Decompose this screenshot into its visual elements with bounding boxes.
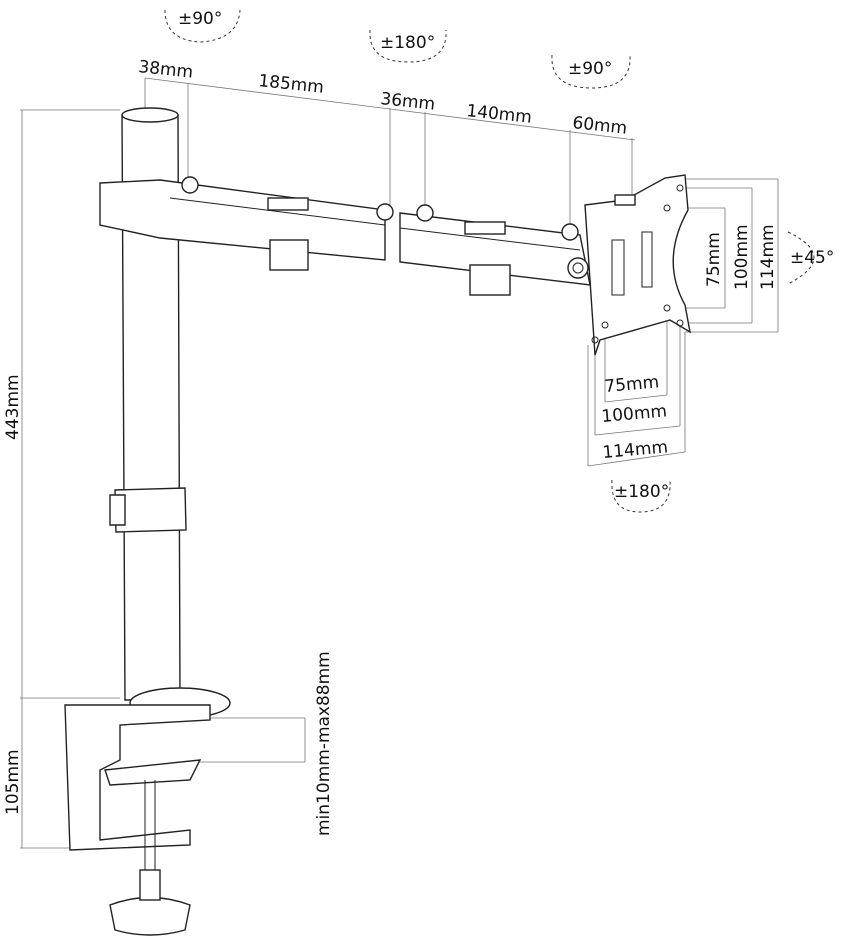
- label-vesa-h-100mm: 100mm: [601, 401, 668, 427]
- label-140mm: 140mm: [465, 101, 532, 128]
- vesa-vertical-labels: 75mm 100mm 114mm: [704, 224, 778, 290]
- dimension-lines: [20, 77, 779, 849]
- label-pole-height: 443mm: [3, 374, 23, 440]
- label-vesa-h-114mm: 114mm: [602, 437, 669, 463]
- vesa-plate: [584, 174, 691, 356]
- label-head-pan-rotation: ±90°: [568, 59, 612, 79]
- pole: [109, 107, 187, 701]
- label-vesa-h-75mm: 75mm: [604, 372, 660, 397]
- label-pole-top-rotation: ±90°: [178, 9, 222, 29]
- label-tilt-rotation: ±45°: [790, 248, 834, 268]
- vesa-horizontal-labels: 75mm 100mm 114mm: [601, 372, 669, 463]
- label-arm-joint-rotation: ±180°: [380, 33, 435, 53]
- label-vesa-v-75mm: 75mm: [704, 232, 724, 287]
- label-38mm: 38mm: [137, 57, 194, 83]
- label-60mm: 60mm: [571, 113, 628, 139]
- label-vesa-v-114mm: 114mm: [758, 224, 778, 290]
- label-desk-thickness: min10mm-max88mm: [314, 651, 334, 836]
- arm-dimension-labels: 38mm 185mm 36mm 140mm 60mm: [137, 57, 628, 139]
- desk-clamp: [64, 687, 231, 936]
- label-screen-rotation: ±180°: [614, 482, 669, 502]
- label-clamp-height: 105mm: [3, 749, 23, 815]
- arm: [99, 176, 591, 296]
- rotation-indicators: [164, 9, 815, 513]
- rotation-labels: ±90° ±180° ±90° ±45° ±180°: [178, 9, 834, 502]
- label-36mm: 36mm: [379, 89, 436, 115]
- label-vesa-v-100mm: 100mm: [732, 224, 752, 290]
